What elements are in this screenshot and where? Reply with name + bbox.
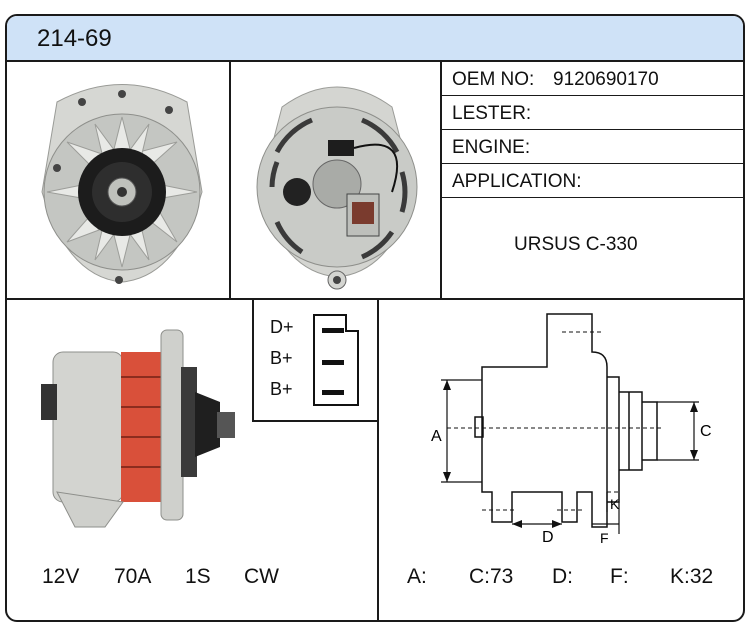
dimension-k-value: K:32 — [670, 565, 714, 588]
dimension-diagram: A C D F K — [431, 313, 712, 544]
dimension-c-value: C:73 — [469, 565, 514, 588]
alternator-front-photo — [41, 84, 203, 284]
dimension-f-label: F — [600, 530, 609, 544]
divider — [229, 60, 231, 300]
header-bar: 214-69 — [7, 16, 743, 62]
application-value: URSUS C-330 — [514, 234, 638, 255]
divider — [7, 298, 743, 300]
divider — [442, 129, 743, 130]
terminal-legend: D+ B+ B+ — [252, 300, 378, 422]
divider — [442, 163, 743, 164]
groove-rating: 1S — [185, 565, 211, 588]
dimension-f-value: F: — [610, 565, 629, 588]
terminal-label: B+ — [270, 379, 293, 399]
divider — [377, 300, 379, 620]
dimension-k-label: K — [610, 496, 620, 512]
connector-icon — [313, 314, 359, 406]
terminal-label: B+ — [270, 348, 293, 368]
dimension-c-label: C — [700, 423, 712, 440]
oem-label: OEM NO: — [452, 69, 535, 90]
amperage-rating: 70A — [114, 565, 152, 588]
divider — [440, 60, 442, 300]
divider — [442, 95, 743, 96]
product-card: 214-69 OEM NO: 9120690170 LESTER: ENGINE… — [5, 14, 745, 622]
alternator-side-photo — [41, 329, 235, 528]
lester-label: LESTER: — [452, 103, 532, 124]
part-number-title: 214-69 — [37, 25, 112, 52]
oem-value: 9120690170 — [553, 69, 659, 90]
application-label: APPLICATION: — [452, 171, 582, 192]
terminal-label: D+ — [270, 317, 294, 337]
divider — [442, 197, 743, 198]
dimension-a-value: A: — [407, 565, 427, 588]
dimension-d-label: D — [542, 529, 554, 544]
engine-label: ENGINE: — [452, 137, 531, 158]
dimension-d-value: D: — [552, 565, 573, 588]
rotation-rating: CW — [244, 565, 279, 588]
dimension-a-label: A — [431, 428, 442, 445]
voltage-rating: 12V — [42, 565, 80, 588]
alternator-rear-photo — [256, 86, 418, 290]
